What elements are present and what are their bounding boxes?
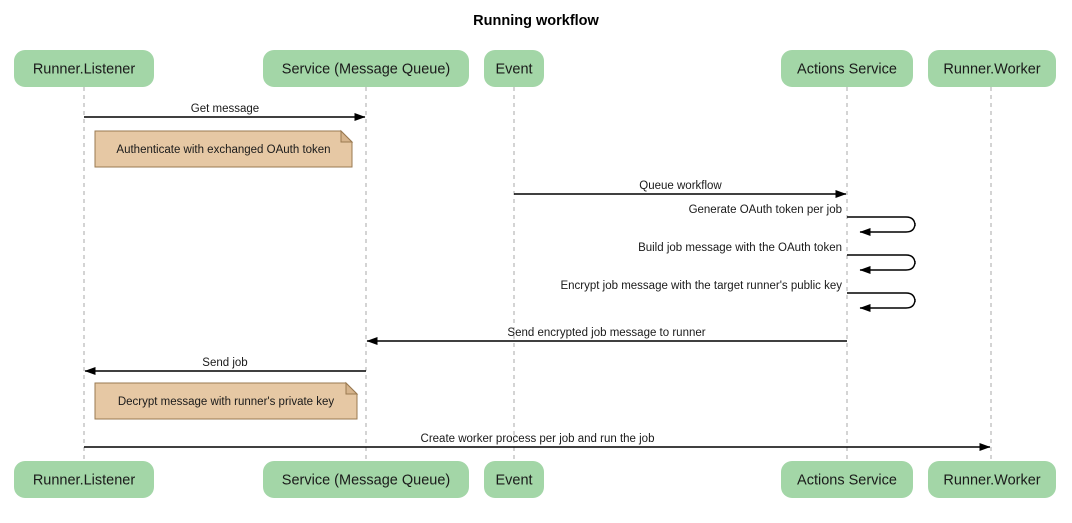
message-build-job-message[interactable]: Build job message with the OAuth token <box>638 242 916 274</box>
participant-label: Service (Message Queue) <box>282 61 450 77</box>
participant-label: Runner.Worker <box>943 472 1040 488</box>
participant-box <box>781 461 913 498</box>
message-label: Build job message with the OAuth token <box>638 242 842 254</box>
message-self-loop-path <box>847 216 916 236</box>
participant-box <box>263 461 469 498</box>
message-label: Send job <box>202 357 247 369</box>
message-queue-workflow[interactable]: Queue workflow <box>514 180 847 198</box>
participant-label: Runner.Worker <box>943 61 1040 77</box>
lifelines-group <box>83 87 992 461</box>
message-create-worker-process[interactable]: Create worker process per job and run th… <box>84 433 991 451</box>
message-label: Send encrypted job message to runner <box>507 327 705 339</box>
participant-label: Runner.Listener <box>33 472 136 488</box>
note-authenticate[interactable]: Authenticate with exchanged OAuth token <box>94 129 354 168</box>
participant-footer-runner-worker[interactable]: Runner.Worker <box>928 461 1056 498</box>
participant-box <box>928 50 1056 87</box>
message-self-loop-path <box>847 254 916 274</box>
participant-header-service-message-queue[interactable]: Service (Message Queue) <box>263 50 469 87</box>
participant-footer-event[interactable]: Event <box>484 461 544 498</box>
participant-box <box>781 50 913 87</box>
message-self-loop-path <box>847 292 916 312</box>
participant-label: Service (Message Queue) <box>282 472 450 488</box>
note-body <box>94 130 353 168</box>
participant-label: Event <box>495 61 532 77</box>
participant-label: Runner.Listener <box>33 61 136 77</box>
participant-header-actions-service[interactable]: Actions Service <box>781 50 913 87</box>
notes-group: Authenticate with exchanged OAuth tokenD… <box>94 129 359 420</box>
note-decrypt[interactable]: Decrypt message with runner's private ke… <box>94 381 359 420</box>
participant-label: Actions Service <box>797 61 897 77</box>
participant-box <box>484 50 544 87</box>
participant-headers: Runner.Listener Service (Message Queue) Ev… <box>14 50 1056 87</box>
note-fold-corner-icon <box>345 381 359 395</box>
note-body <box>94 382 358 420</box>
participant-header-runner-worker[interactable]: Runner.Worker <box>928 50 1056 87</box>
participant-footer-actions-service[interactable]: Actions Service <box>781 461 913 498</box>
participant-box <box>14 461 154 498</box>
message-get-message[interactable]: Get message <box>84 103 366 121</box>
participant-box <box>928 461 1056 498</box>
participant-footer-runner-listener[interactable]: Runner.Listener <box>14 461 154 498</box>
diagram-title: Running workflow <box>473 13 599 29</box>
participant-box <box>14 50 154 87</box>
message-label: Get message <box>191 103 259 115</box>
participant-label: Actions Service <box>797 472 897 488</box>
note-label: Decrypt message with runner's private ke… <box>118 396 335 408</box>
participant-footers: Runner.Listener Service (Message Queue) Ev… <box>14 461 1056 498</box>
message-send-encrypted-job-message[interactable]: Send encrypted job message to runner <box>366 327 847 345</box>
participant-header-event[interactable]: Event <box>484 50 544 87</box>
message-label: Queue workflow <box>639 180 722 192</box>
participant-header-runner-listener[interactable]: Runner.Listener <box>14 50 154 87</box>
message-label: Generate OAuth token per job <box>689 204 842 216</box>
message-label: Encrypt job message with the target runn… <box>560 280 842 292</box>
participant-label: Event <box>495 472 532 488</box>
message-label: Create worker process per job and run th… <box>421 433 655 445</box>
note-fold-corner-icon <box>340 129 354 143</box>
note-label: Authenticate with exchanged OAuth token <box>116 144 330 156</box>
participant-footer-service-message-queue[interactable]: Service (Message Queue) <box>263 461 469 498</box>
message-encrypt-job-message[interactable]: Encrypt job message with the target runn… <box>560 280 916 312</box>
participant-box <box>484 461 544 498</box>
participant-box <box>263 50 469 87</box>
message-send-job[interactable]: Send job <box>84 357 366 375</box>
message-generate-oauth-token[interactable]: Generate OAuth token per job <box>689 204 916 236</box>
